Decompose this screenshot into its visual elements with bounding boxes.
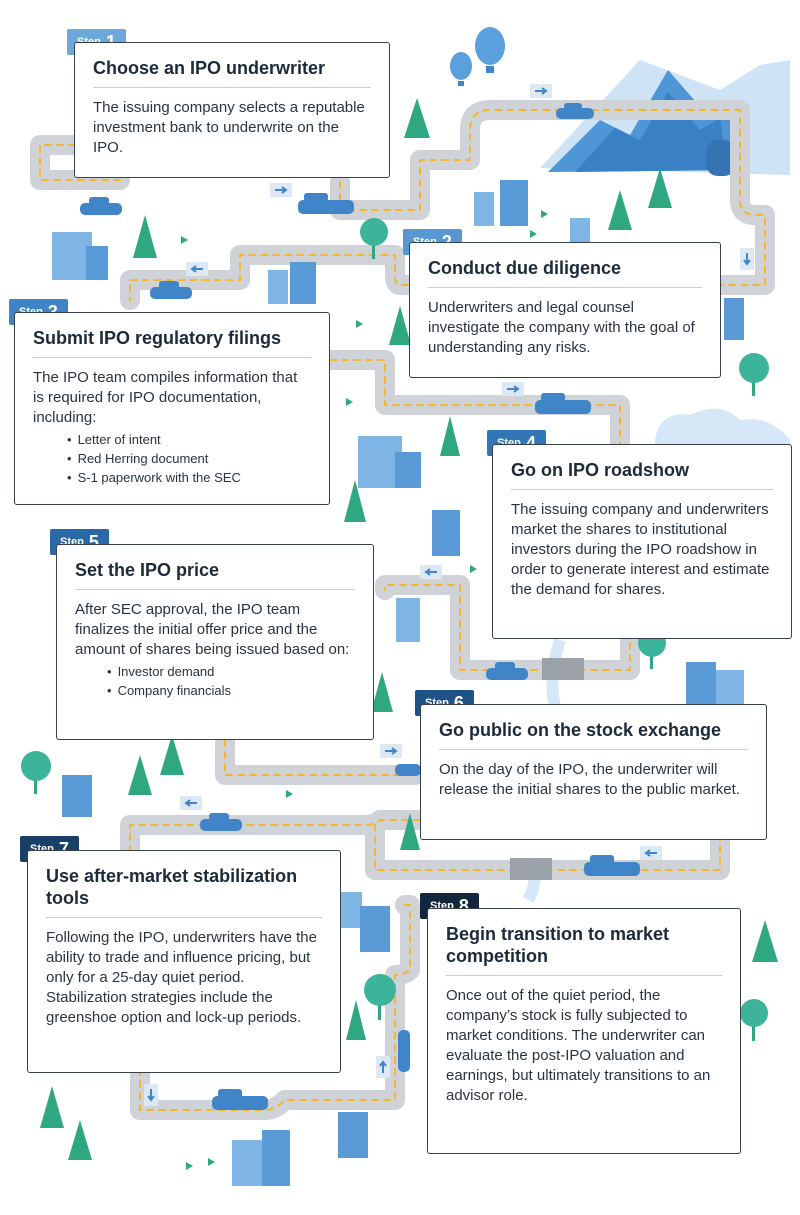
step-number: 8 — [458, 895, 469, 916]
building-group — [52, 180, 744, 1186]
round-tree-group — [21, 218, 769, 1041]
step-number: 6 — [453, 692, 464, 713]
bullet-item: Letter of intent — [67, 430, 311, 449]
step-4-card: Go on IPO roadshow The issuing company a… — [492, 444, 792, 639]
step-description: Following the IPO, underwriters have the… — [46, 929, 317, 1026]
bullet-item: Investor demand — [107, 662, 355, 681]
bullet-item: S-1 paperwork with the SEC — [67, 468, 311, 487]
flag-group — [181, 210, 548, 1170]
step-number: 3 — [48, 302, 58, 323]
bullet-item: Red Herring document — [67, 449, 311, 468]
step-title: Go public on the stock exchange — [439, 719, 748, 750]
step-7-card: Use after-market stabilization tools Fol… — [27, 850, 341, 1073]
step-8-card: Begin transition to market competition O… — [427, 908, 741, 1154]
arrow-sign-group — [144, 84, 754, 1106]
step-6-card: Go public on the stock exchange On the d… — [420, 704, 767, 840]
step-title: Conduct due diligence — [428, 257, 702, 288]
step-title: Set the IPO price — [75, 559, 355, 590]
step-description: On the day of the IPO, the underwriter w… — [439, 761, 740, 798]
step-description: The IPO team compiles information that i… — [33, 369, 298, 426]
car-group — [80, 103, 640, 1110]
step-number: 5 — [88, 531, 99, 552]
bridge — [510, 658, 584, 880]
step-description: Once out of the quiet period, the compan… — [446, 987, 711, 1104]
step-title: Submit IPO regulatory filings — [33, 327, 311, 358]
step-3-card: Submit IPO regulatory filings The IPO te… — [14, 312, 330, 505]
step-title: Go on IPO roadshow — [511, 459, 773, 490]
step-title: Use after-market stabilization tools — [46, 865, 322, 918]
step-1-card: Choose an IPO underwriter The issuing co… — [74, 42, 390, 178]
hot-air-balloon-group — [450, 27, 505, 86]
step-bullet-list: Letter of intent Red Herring document S-… — [67, 430, 311, 487]
step-title: Choose an IPO underwriter — [93, 57, 371, 88]
step-number: 2 — [442, 232, 452, 253]
step-description: After SEC approval, the IPO team finaliz… — [75, 601, 350, 658]
step-number: 1 — [106, 32, 116, 53]
step-description: Underwriters and legal counsel investiga… — [428, 299, 695, 356]
step-description: The issuing company selects a reputable … — [93, 99, 365, 156]
step-bullet-list: Investor demand Company financials — [107, 662, 355, 700]
step-2-card: Conduct due diligence Underwriters and l… — [409, 242, 721, 378]
pine-tree-group — [40, 98, 778, 1160]
step-title: Begin transition to market competition — [446, 923, 722, 976]
lake — [655, 408, 790, 448]
bullet-item: Company financials — [107, 681, 355, 700]
step-number: 7 — [58, 838, 69, 859]
step-description: The issuing company and underwriters mar… — [511, 501, 770, 598]
step-5-card: Set the IPO price After SEC approval, th… — [56, 544, 374, 740]
step-number: 4 — [525, 432, 536, 453]
